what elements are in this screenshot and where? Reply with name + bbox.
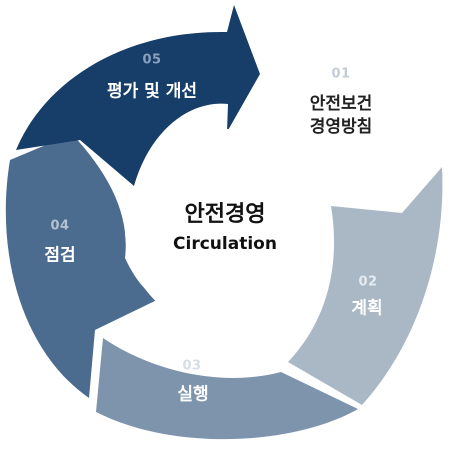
step-01-number: 01: [331, 66, 351, 82]
step-04-segment: [5, 134, 164, 398]
step-01-label: 안전보건 경영방침: [309, 94, 373, 137]
step-02-segment: [288, 167, 443, 405]
step-03-number: 03: [182, 358, 202, 374]
step-02-label: 계획: [351, 298, 383, 319]
step-04-label: 점검: [44, 245, 76, 266]
step-05-label: 평가 및 개선: [106, 81, 198, 102]
step-04-number: 04: [50, 218, 70, 234]
center-circle: [125, 129, 325, 329]
step-03-segment: [96, 338, 358, 440]
step-05-segment: [16, 5, 260, 186]
step-05-number: 05: [142, 52, 162, 68]
step-03-label: 실행: [177, 384, 209, 405]
step-02-number: 02: [358, 274, 378, 290]
center-subtitle: Circulation: [173, 234, 277, 254]
center-title: 안전경영: [184, 202, 266, 227]
